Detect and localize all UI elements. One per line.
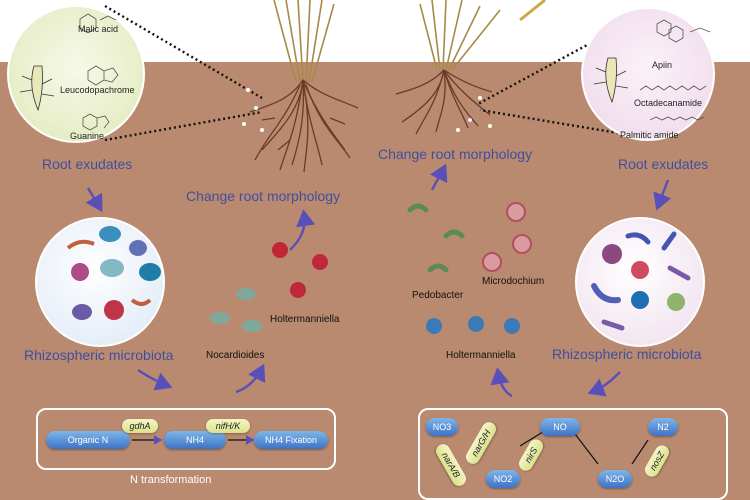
n-cycle-box: [418, 408, 728, 500]
left-molecule-3: Guanine: [70, 131, 105, 141]
n-transformation-caption: N transformation: [130, 474, 212, 486]
right-exudate-connectors: [477, 10, 649, 140]
right-root-system: [395, 69, 493, 135]
left-root-system: [249, 79, 359, 173]
left-root-exudates-label: Root exudates: [42, 156, 133, 172]
left-taxon-nocardioides: Nocardioides: [206, 350, 265, 361]
right-molecule-2: Octadecanamide: [634, 98, 703, 108]
node-nh4-fixation: NH4 Fixation: [254, 431, 328, 449]
left-change-root-morphology-label: Change root morphology: [186, 188, 341, 204]
left-root-icon: [19, 65, 55, 112]
right-root-icon: [593, 57, 629, 104]
right-molecule-3: Palmitic amide: [620, 130, 679, 140]
gene-nifhk: nifH/K: [206, 419, 250, 433]
left-taxon-holtermanniella: Holtermanniella: [270, 314, 340, 325]
right-taxon-pedobacter: Pedobacter: [412, 290, 464, 301]
right-root-exudates-label: Root exudates: [618, 156, 709, 172]
right-rhizospheric-microbiota-label: Rhizospheric microbiota: [552, 346, 702, 362]
flow-arrows: [85, 163, 672, 398]
right-molecule-1: Apiin: [652, 60, 673, 70]
right-taxon-holtermanniella: Holtermanniella: [446, 350, 516, 361]
exudate-dots: [242, 88, 492, 132]
left-rhizospheric-microbiota-label: Rhizospheric microbiota: [24, 347, 174, 363]
node-no: NO: [540, 418, 580, 436]
node-no2: NO2: [486, 470, 520, 488]
node-no3: NO3: [426, 418, 458, 436]
left-molecule-sketches: [79, 13, 119, 131]
right-microbes: [591, 231, 691, 331]
right-taxon-microdochium: Microdochium: [482, 276, 545, 287]
left-microbes: [66, 226, 161, 320]
right-molecule-sketches: [639, 19, 711, 121]
left-plant-stems: [273, 0, 335, 83]
node-nh4: NH4: [164, 431, 226, 449]
node-n2o: N2O: [598, 470, 632, 488]
right-plant-stems: [419, 0, 546, 71]
right-exudate-circle: [581, 7, 715, 141]
left-molecule-1: Malic acid: [78, 24, 119, 34]
gene-gdha: gdhA: [122, 419, 158, 433]
node-n2: N2: [648, 418, 678, 436]
right-floating-microbes: [407, 202, 532, 334]
left-floating-microbes: [210, 242, 328, 332]
left-exudate-circle: [7, 5, 145, 143]
left-molecule-2: Leucodopachrome: [60, 85, 135, 95]
n-transformation-box: [36, 408, 336, 470]
left-exudate-connectors: [104, 4, 263, 142]
node-organic-n: Organic N: [46, 431, 130, 449]
right-change-root-morphology-label: Change root morphology: [378, 146, 533, 162]
